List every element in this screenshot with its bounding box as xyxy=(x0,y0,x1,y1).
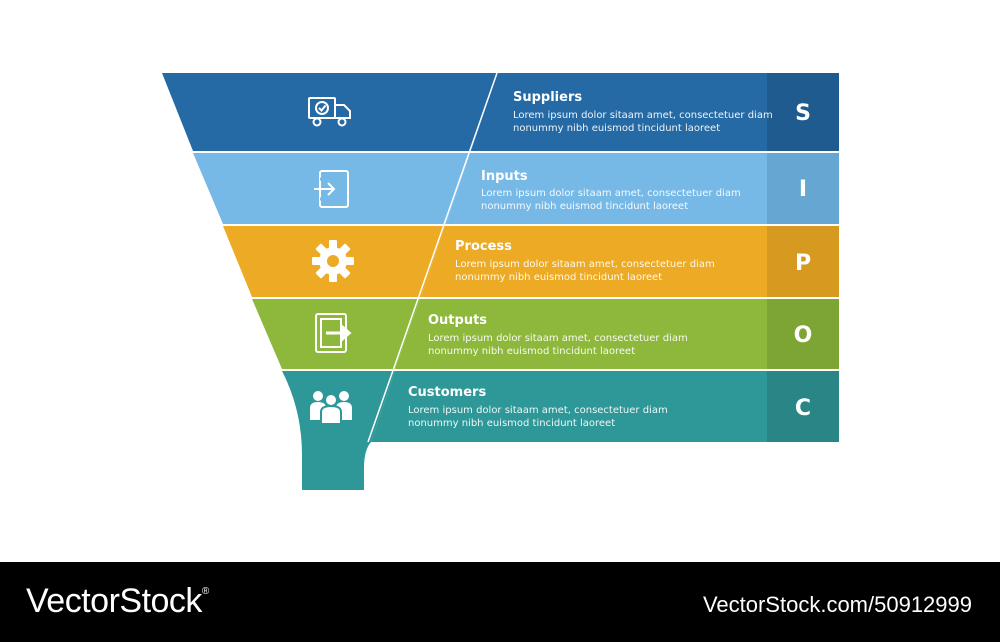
row-customers: Customers Lorem ipsum dolor sitaam amet,… xyxy=(282,371,839,490)
row-process-panel xyxy=(421,226,767,297)
input-icon xyxy=(314,170,349,208)
output-icon xyxy=(315,313,352,353)
row-suppliers-panel xyxy=(471,73,767,151)
row-separators xyxy=(193,151,839,371)
row-outputs-desc-line1: Lorem ipsum dolor sitaam amet, consectet… xyxy=(428,333,688,344)
row-inputs-letter: I xyxy=(799,177,807,202)
diagonal-divider xyxy=(367,72,498,443)
row-outputs-title: Outputs xyxy=(428,313,487,328)
row-suppliers-desc-line2: nonummy nibh euismod tincidunt laoreet xyxy=(513,123,720,134)
row-outputs-desc-line2: nonummy nibh euismod tincidunt laoreet xyxy=(428,346,635,357)
row-inputs-panel xyxy=(446,153,767,224)
row-suppliers-desc-line1: Lorem ipsum dolor sitaam amet, consectet… xyxy=(513,110,773,121)
row-suppliers-letter-box xyxy=(767,73,839,151)
row-outputs-letter: O xyxy=(794,323,813,348)
row-process: Process Lorem ipsum dolor sitaam amet, c… xyxy=(223,226,839,297)
row-process-letter: P xyxy=(795,251,811,276)
truck-icon xyxy=(308,97,351,127)
row-process-desc-line2: nonummy nibh euismod tincidunt laoreet xyxy=(455,272,662,283)
sipoc-funnel-diagram: Suppliers Lorem ipsum dolor sitaam amet,… xyxy=(162,72,839,490)
row-process-title: Process xyxy=(455,239,512,254)
brand-name: VectorStock xyxy=(26,582,202,620)
row-inputs-desc-line2: nonummy nibh euismod tincidunt laoreet xyxy=(481,201,688,212)
row-suppliers-title: Suppliers xyxy=(513,90,582,105)
row-customers-desc-line2: nonummy nibh euismod tincidunt laoreet xyxy=(408,418,615,429)
row-customers-funnel xyxy=(282,371,395,490)
row-customers-letter: C xyxy=(795,396,811,421)
row-customers-title: Customers xyxy=(408,385,486,400)
row-customers-desc-line1: Lorem ipsum dolor sitaam amet, consectet… xyxy=(408,405,668,416)
customers-icon xyxy=(310,391,352,425)
row-process-letter-box xyxy=(767,226,839,297)
row-inputs-title: Inputs xyxy=(481,169,528,184)
row-outputs: Outputs Lorem ipsum dolor sitaam amet, c… xyxy=(252,299,839,369)
row-suppliers-funnel xyxy=(162,73,497,151)
row-customers-panel xyxy=(371,371,767,442)
stock-id-url: VectorStock.com/50912999 xyxy=(702,592,972,617)
registered-mark: ® xyxy=(201,586,209,597)
row-suppliers: Suppliers Lorem ipsum dolor sitaam amet,… xyxy=(162,73,839,151)
gear-icon xyxy=(312,240,354,282)
row-process-desc-line1: Lorem ipsum dolor sitaam amet, consectet… xyxy=(455,259,715,270)
row-inputs-desc-line1: Lorem ipsum dolor sitaam amet, consectet… xyxy=(481,188,741,199)
row-inputs-letter-box xyxy=(767,153,839,224)
row-inputs: Inputs Lorem ipsum dolor sitaam amet, co… xyxy=(193,153,839,224)
row-outputs-letter-box xyxy=(767,299,839,369)
footer-bar: VectorStock® VectorStock.com/50912999 xyxy=(0,562,1000,642)
row-suppliers-letter: S xyxy=(795,101,811,126)
row-customers-letter-box xyxy=(767,371,839,442)
row-outputs-panel xyxy=(395,299,767,369)
brand-logo: VectorStock® xyxy=(26,582,209,621)
